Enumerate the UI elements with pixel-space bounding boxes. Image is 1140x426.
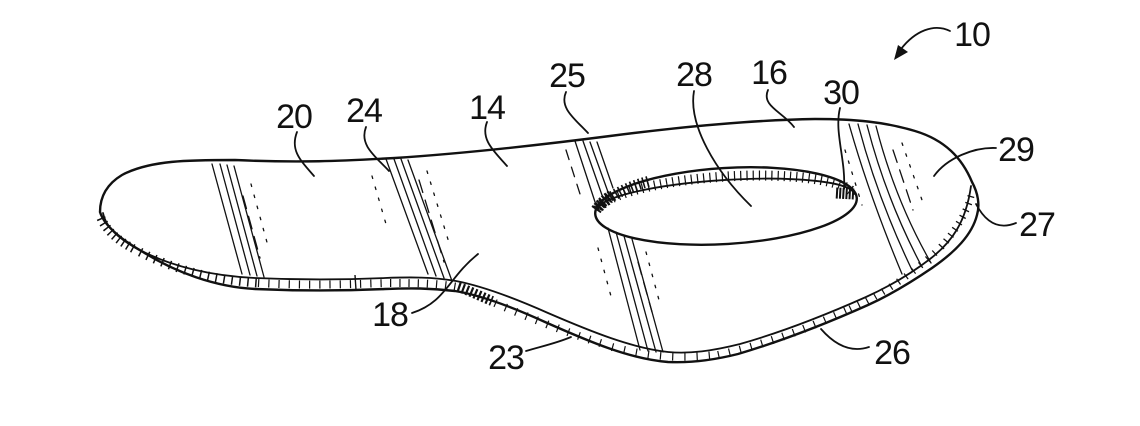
- leader-14: [484, 121, 508, 167]
- ref-numeral-14: 14: [469, 89, 505, 127]
- ref-numeral-30: 30: [823, 74, 859, 112]
- ref-numeral-24: 24: [346, 92, 382, 130]
- ref-numeral-28: 28: [676, 56, 712, 94]
- hatch-band-4: [844, 123, 932, 275]
- leader-23: [525, 336, 572, 352]
- leader-18: [411, 253, 479, 314]
- leader-24: [363, 126, 390, 172]
- ref-numeral-23: 23: [488, 339, 524, 377]
- edge-hatch-ticks: [96, 191, 976, 361]
- hatch-band-1: [211, 163, 269, 278]
- ref-numeral-29: 29: [998, 131, 1034, 169]
- ref-numeral-18: 18: [372, 296, 408, 334]
- leader-29: [933, 147, 997, 177]
- ref-numeral-26: 26: [874, 334, 910, 372]
- leader-25: [563, 91, 589, 134]
- edge-thickness-line: [102, 185, 972, 354]
- arrowhead-icon: [894, 45, 908, 60]
- leader-16: [765, 89, 795, 128]
- ref-numeral-10: 10: [954, 16, 990, 54]
- leader-lines: [293, 89, 1017, 352]
- reference-numerals: 10 20 24 14 25 28 16 30 29 27 26 18 23: [276, 16, 1056, 377]
- ref-numeral-20: 20: [276, 98, 312, 136]
- leader-26: [820, 328, 870, 350]
- ref-numeral-27: 27: [1019, 206, 1055, 244]
- leader-30: [837, 107, 846, 190]
- ref-numeral-25: 25: [549, 57, 585, 95]
- leader-27: [975, 203, 1017, 227]
- aperture-outer-rim: [594, 166, 858, 246]
- hatch-band-2: [371, 158, 453, 282]
- surface-hatch-bands: [211, 123, 932, 353]
- hatch-band-3: [565, 140, 664, 353]
- insole-body: [96, 117, 980, 364]
- reference-arrow-10: [894, 27, 951, 60]
- heel-aperture: [591, 166, 859, 246]
- leader-28: [692, 90, 752, 207]
- aperture-inner-rim: [597, 177, 855, 211]
- leader-20: [293, 131, 315, 177]
- ref-numeral-16: 16: [751, 54, 787, 92]
- insole-outline: [98, 117, 980, 364]
